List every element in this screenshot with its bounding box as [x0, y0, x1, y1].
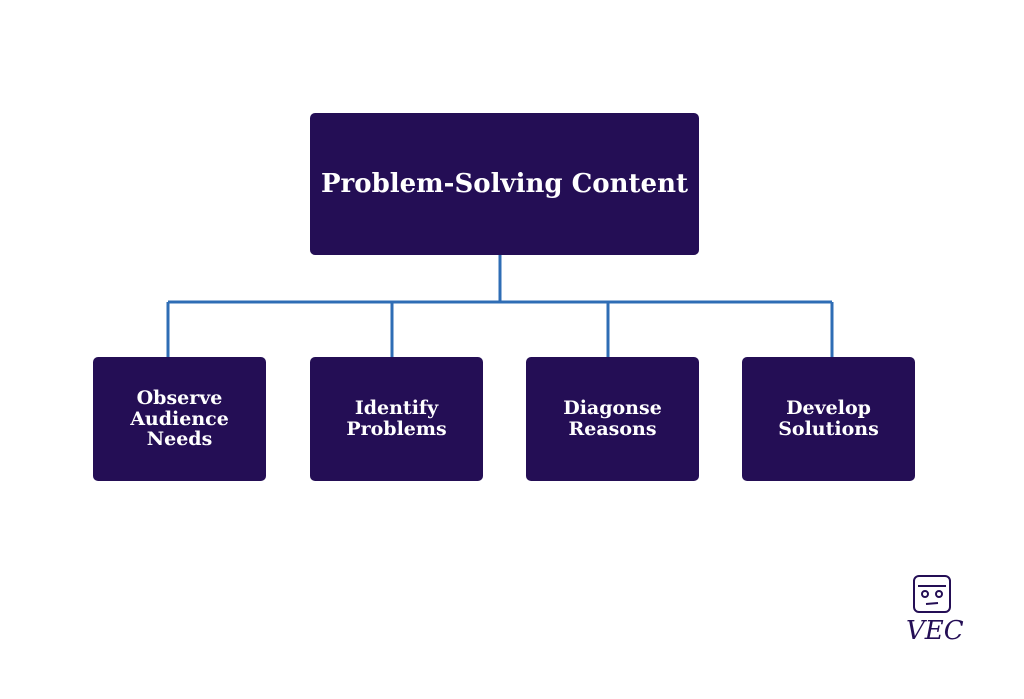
child-node-label: Diagonse Reasons — [563, 397, 662, 440]
root-node-label: Problem-Solving Content — [320, 168, 688, 199]
child-node-observe: Observe Audience Needs — [93, 357, 266, 481]
child-node-develop: Develop Solutions — [742, 357, 915, 481]
child-node-diagnose: Diagonse Reasons — [526, 357, 699, 481]
child-node-label: Develop Solutions — [778, 397, 879, 440]
root-node: Problem-Solving Content — [310, 113, 699, 255]
robot-face-icon — [913, 575, 951, 613]
logo-text: VEC — [906, 616, 964, 646]
vec-logo: VEC — [906, 574, 964, 654]
child-node-label: Identify Problems — [346, 397, 447, 440]
child-node-identify: Identify Problems — [310, 357, 483, 481]
child-node-label: Observe Audience Needs — [130, 386, 229, 451]
